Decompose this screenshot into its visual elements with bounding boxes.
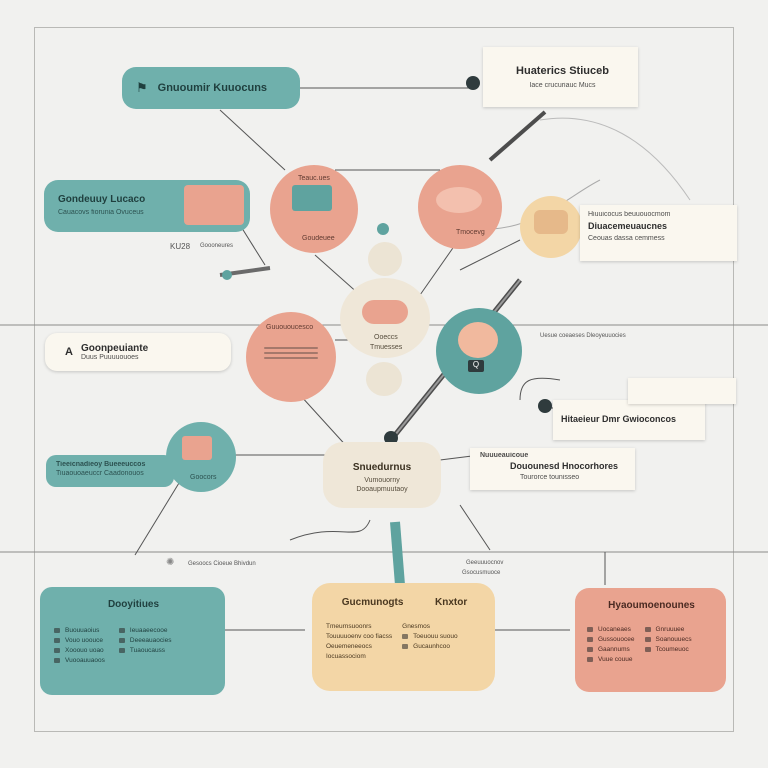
connector bbox=[219, 109, 286, 171]
connector bbox=[314, 254, 361, 296]
center-box[interactable]: Snuedurnus Vumouorny Dooaupmuutaoy bbox=[323, 442, 441, 508]
list-item: Ieuaaeecooe bbox=[118, 627, 172, 634]
stage-circle-teal-left[interactable]: Goocors bbox=[166, 422, 236, 492]
list-item: Iocuassociom bbox=[326, 653, 366, 660]
list-item: Vuue couue bbox=[587, 656, 635, 663]
connector bbox=[459, 239, 521, 271]
info-card-right-1[interactable]: Hiuuicocus beuuouocmom Diuacemeuaucnes C… bbox=[580, 205, 737, 261]
needle bbox=[488, 110, 547, 162]
caption: Geeuuuocnov bbox=[466, 560, 504, 566]
center-hub[interactable]: Ooeccs Tmuesses bbox=[340, 278, 430, 358]
list-item: Vuooauuaoos bbox=[54, 657, 105, 664]
list-item: Oeuemeneeocs bbox=[326, 643, 372, 650]
gear-icon: ✺ bbox=[166, 557, 175, 568]
connector bbox=[459, 504, 491, 551]
connector bbox=[539, 117, 691, 201]
box-icon bbox=[534, 210, 568, 234]
thumbnail-icon bbox=[184, 185, 244, 225]
info-card-right-2[interactable]: Hitaeieur Dmr Gwioconcos bbox=[553, 400, 705, 440]
info-card-right-2-tab bbox=[628, 378, 736, 404]
stage-circle-tan[interactable] bbox=[520, 196, 582, 258]
info-card-right-3[interactable]: Nuuueauicoue Douounesd Hnocorhores Touro… bbox=[470, 448, 635, 490]
cloud-icon bbox=[436, 187, 482, 213]
list-item: Uocaneaes bbox=[587, 626, 635, 633]
bulb-icon bbox=[366, 362, 402, 396]
stage-circle-a[interactable]: Teauc.ues Goudeuee bbox=[270, 165, 358, 253]
connector bbox=[289, 519, 371, 541]
process-pill-top-left[interactable]: ⚑ Gnuoumir Kuuocuns bbox=[122, 67, 300, 109]
output-card-teal[interactable]: Dooyitiues Buouuaoius Vouo uoouce Xooouo… bbox=[40, 587, 225, 695]
stage-circle-c[interactable]: Guuououcesco bbox=[246, 312, 336, 402]
connector-knob[interactable] bbox=[538, 399, 552, 413]
bulb-icon bbox=[368, 242, 402, 276]
caption: Gesoocs Cioeue Bhivdun bbox=[188, 561, 256, 567]
document-icon bbox=[292, 185, 332, 211]
person-icon bbox=[458, 322, 498, 358]
connector bbox=[299, 394, 351, 451]
connector-knob[interactable] bbox=[384, 431, 398, 445]
badge-icon: Q bbox=[468, 360, 484, 372]
cluster-icon bbox=[362, 300, 408, 324]
info-card-top-right[interactable]: Huaterics Stiuceb Iace crucuriauc Mucs bbox=[483, 47, 638, 107]
connector bbox=[239, 224, 266, 266]
output-card-salmon[interactable]: Hyaoumoenounes Uocaneaes Gussouocee Gaan… bbox=[575, 588, 726, 692]
list-item: Touuuuoenv coo fiacss bbox=[326, 633, 393, 640]
connector bbox=[519, 377, 561, 401]
caption: Uesue coeaeses Dleoyeuuocies bbox=[540, 333, 626, 339]
connector-knob[interactable] bbox=[222, 270, 232, 280]
list-item: Gucaunhcoo bbox=[402, 643, 457, 650]
connector-knob[interactable] bbox=[466, 76, 480, 90]
list-item: Tcoumeuoc bbox=[644, 646, 692, 653]
text-lines bbox=[264, 344, 318, 362]
list-item: Tuaoucauss bbox=[118, 647, 172, 654]
list-item: Gnesmos bbox=[402, 623, 430, 630]
list-item: Tmeurnsuoonrs bbox=[326, 623, 372, 630]
output-card-peach[interactable]: Gucmunogts Knxtor Tmeurnsuoonrs Touuuuoe… bbox=[312, 583, 495, 691]
list-item: Xooouo uoao bbox=[54, 647, 105, 654]
list-item: Deeeauaocies bbox=[118, 637, 171, 644]
stage-circle-b[interactable]: Tmocevg bbox=[418, 165, 502, 249]
tag-label: KU28 bbox=[170, 242, 191, 251]
flag-icon: ⚑ bbox=[136, 80, 148, 95]
tag-label: Goooneures bbox=[200, 243, 234, 249]
list-item: Buouuaoius bbox=[54, 627, 105, 634]
stage-circle-teal-right[interactable]: Q bbox=[436, 308, 522, 394]
process-card-left[interactable]: Gondeuuy Lucaco Cauacovs fiorunia Ovuceu… bbox=[44, 180, 250, 232]
list-item: Gnruuuee bbox=[644, 626, 692, 633]
list-item: Toeuouu suouo bbox=[402, 633, 458, 640]
list-item: Gussouocee bbox=[587, 636, 635, 643]
caption: Gsocusmuoce bbox=[462, 570, 501, 576]
needle-teal bbox=[390, 521, 405, 586]
list-item: Gaannums bbox=[587, 646, 635, 653]
list-item: Soanouuecs bbox=[644, 636, 692, 643]
list-item: Vouo uoouce bbox=[54, 637, 105, 644]
process-card-left-b[interactable]: Tieeicnadieoy Bueeeuccos Tiuaouoaeuccr C… bbox=[46, 455, 174, 487]
label-pill-left[interactable]: A Goonpeuiante Duus Puuuuouoes bbox=[45, 333, 231, 371]
screen-icon bbox=[182, 436, 212, 460]
connector-knob[interactable] bbox=[377, 223, 389, 235]
connector bbox=[419, 244, 456, 296]
